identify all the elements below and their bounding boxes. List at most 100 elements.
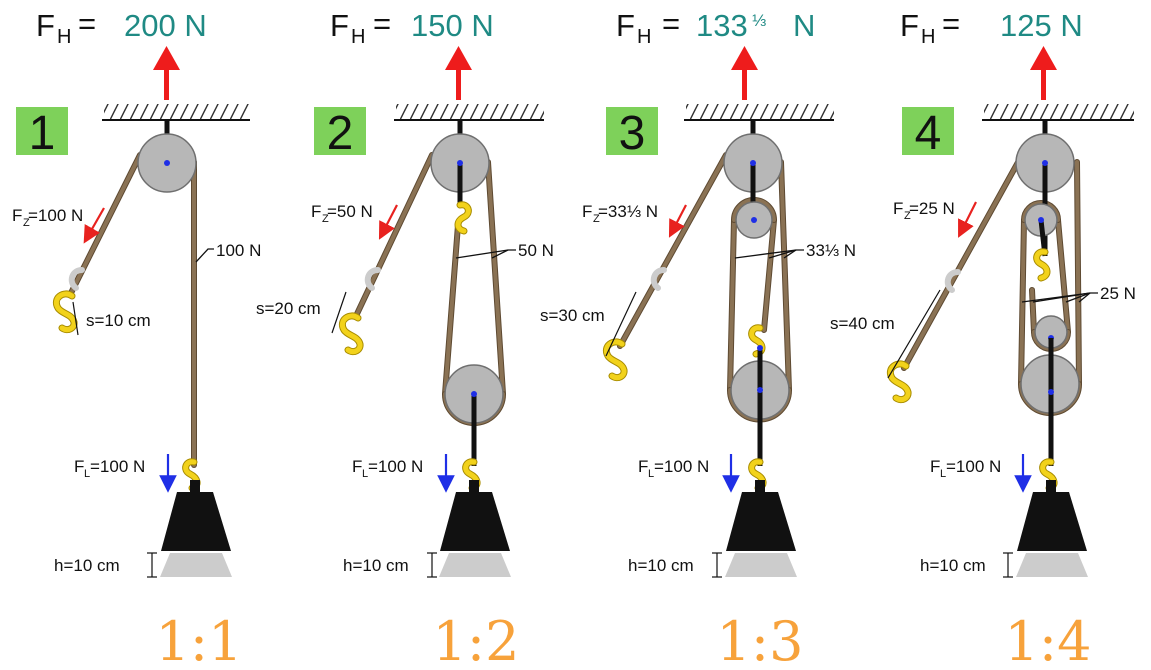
panel-number-badge (606, 107, 658, 155)
pull-force-arrow-icon (83, 207, 105, 244)
anchor-hook-icon (1033, 248, 1051, 282)
ceiling (684, 104, 834, 121)
fz-label: F Z =33⅓ N (582, 202, 658, 225)
weight-ghost (1016, 553, 1088, 577)
panel-2: F H = 150 N 2 (256, 6, 554, 670)
svg-text:F: F (582, 202, 592, 221)
s-label: s=40 cm (830, 314, 895, 333)
svg-text:L: L (648, 468, 654, 480)
s-dimension-line (331, 291, 347, 334)
pulley-axle-dot (164, 160, 170, 166)
s-label: s=30 cm (540, 306, 605, 325)
weight-ghost (439, 553, 511, 577)
rope (617, 152, 792, 423)
pulley-axle-dot (1042, 160, 1048, 166)
rope-force-leader (195, 248, 214, 263)
rope-force-leader (783, 249, 797, 259)
pulley-axle-dot (757, 387, 763, 393)
fz-label: F Z =50 N (311, 202, 373, 225)
svg-text:F: F (311, 202, 321, 221)
weight-ghost (725, 553, 797, 577)
anchor-hook-icon (454, 201, 472, 235)
svg-text:F: F (12, 206, 22, 225)
ghost-hook-icon (364, 267, 381, 291)
fh-value: 150 N (411, 8, 494, 43)
panel-number: 3 (619, 107, 646, 160)
pulley-axle-dot (1038, 217, 1044, 223)
panel-number-badge (314, 107, 366, 155)
h-dimension-line (1003, 552, 1013, 578)
ratio-label: 1:2 (433, 610, 520, 670)
svg-text:Z: Z (322, 213, 329, 225)
ghost-hook-icon (650, 267, 667, 291)
rope-force-leader (1032, 292, 1091, 303)
s-label: s=10 cm (86, 311, 151, 330)
h-dimension-line (427, 552, 437, 578)
s-dimension-line (887, 289, 941, 379)
pulley-axle-dot (457, 160, 463, 166)
fh-equals: = (373, 6, 391, 41)
ghost-hook-icon (944, 269, 961, 293)
s-dimension-line (605, 291, 637, 357)
fh-equals: = (662, 6, 680, 41)
h-label: h=10 cm (54, 556, 120, 575)
fl-label: F L =100 N (352, 457, 423, 480)
pulley-axle-dot (757, 345, 763, 351)
fh-value: 133 (696, 8, 748, 43)
weight (161, 480, 231, 551)
svg-text:Z: Z (904, 210, 911, 222)
h-label: h=10 cm (343, 556, 409, 575)
fh-subscript: H (921, 26, 935, 48)
rope-force-leader (1065, 292, 1091, 303)
fh-subscript: H (351, 26, 365, 48)
ghost-hook-icon (68, 267, 85, 291)
panel-3: F H = 133 ⅓ N 3 (540, 6, 856, 670)
svg-text:F: F (638, 457, 648, 476)
fh-label: F (616, 8, 635, 43)
s-label: s=20 cm (256, 299, 321, 318)
fh-value: 125 N (1000, 8, 1083, 43)
pull-hook-icon (53, 290, 78, 334)
rope-force-leader (1078, 292, 1091, 303)
pull-hook-icon (339, 312, 364, 356)
pulley-axle-dot (750, 160, 756, 166)
svg-text:=100 N: =100 N (28, 206, 83, 225)
rope-force-label: 33⅓ N (806, 241, 856, 260)
svg-text:L: L (84, 468, 90, 480)
weight (1017, 480, 1087, 551)
panel-1: F H = 200 N 1 (12, 6, 261, 670)
svg-text:F: F (352, 457, 362, 476)
h-dimension-line (147, 552, 157, 578)
fh-fraction: ⅓ (752, 11, 766, 30)
svg-text:F: F (74, 457, 84, 476)
svg-text:=25 N: =25 N (909, 199, 955, 218)
up-arrow-icon (153, 46, 180, 100)
fl-label: F L =100 N (638, 457, 709, 480)
fh-subscript: H (637, 26, 651, 48)
rope (67, 152, 197, 468)
panel-number-badge (902, 107, 954, 155)
pull-force-arrow-icon (958, 201, 977, 238)
fh-equals: = (942, 6, 960, 41)
fh-value: 200 N (124, 8, 207, 43)
ceiling (394, 104, 544, 121)
pull-force-arrow-icon (668, 204, 687, 238)
fh-equals: = (78, 6, 96, 41)
svg-text:F: F (930, 457, 940, 476)
weight (440, 480, 510, 551)
h-label: h=10 cm (920, 556, 986, 575)
rope-force-leader (768, 249, 797, 259)
pull-force-arrow-icon (378, 204, 398, 240)
fh-subscript: H (57, 26, 71, 48)
fh-unit: N (793, 8, 815, 43)
fh-label: F (900, 8, 919, 43)
panel-number: 2 (327, 107, 354, 160)
weight-ghost (160, 553, 232, 577)
fz-label: F Z =25 N (893, 199, 955, 222)
h-dimension-line (712, 552, 722, 578)
pulley-axle-dot (751, 217, 757, 223)
svg-text:=33⅓ N: =33⅓ N (598, 202, 658, 221)
fz-label: F Z =100 N (12, 206, 83, 229)
up-arrow-icon (1030, 46, 1057, 100)
pulley-axle-dot (1048, 389, 1054, 395)
